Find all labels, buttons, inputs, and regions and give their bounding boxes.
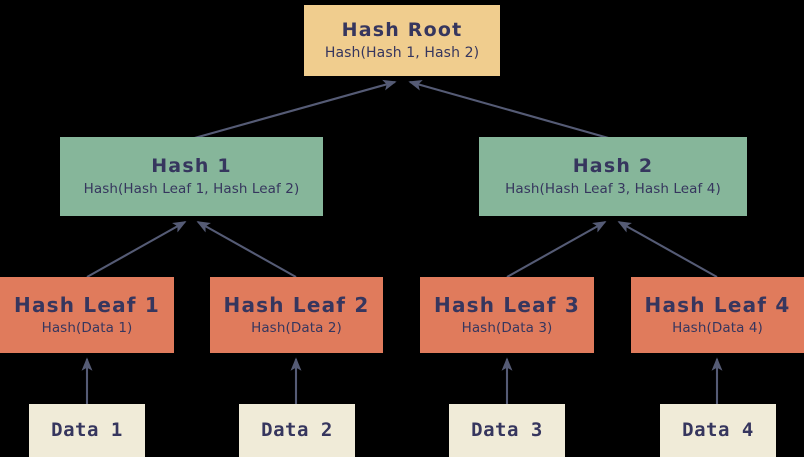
node-data-3-title: Data 3 [471, 419, 543, 442]
node-hash-root-title: Hash Root [341, 18, 463, 41]
edge-hash2-to-root [408, 79, 613, 141]
node-hash-root-subtitle: Hash(Hash 1, Hash 2) [324, 45, 480, 62]
edge-leaf4-to-hash2 [617, 221, 718, 278]
node-data-2-title: Data 2 [261, 419, 333, 442]
node-hash-leaf-4-subtitle: Hash(Data 4) [672, 319, 763, 336]
node-hash-leaf-3-title: Hash Leaf 3 [434, 292, 580, 317]
node-hash-leaf-2[interactable]: Hash Leaf 2 Hash(Data 2) [210, 277, 383, 353]
node-hash-leaf-4-title: Hash Leaf 4 [644, 292, 791, 317]
node-data-4-title: Data 4 [682, 419, 754, 442]
edge-leaf3-to-hash2 [506, 221, 607, 278]
edge-leaf1-to-hash1 [86, 221, 187, 278]
node-hash-leaf-2-subtitle: Hash(Data 2) [251, 319, 342, 336]
node-hash-1-subtitle: Hash(Hash Leaf 1, Hash Leaf 2) [83, 180, 300, 197]
node-data-4[interactable]: Data 4 [660, 404, 776, 457]
edge-leaf2-to-hash1 [196, 221, 297, 278]
node-hash-leaf-4[interactable]: Hash Leaf 4 Hash(Data 4) [631, 277, 804, 353]
node-hash-2-subtitle: Hash(Hash Leaf 3, Hash Leaf 4) [505, 180, 721, 197]
node-hash-leaf-1-title: Hash Leaf 1 [14, 292, 160, 317]
node-hash-leaf-2-title: Hash Leaf 2 [223, 292, 370, 317]
node-data-1[interactable]: Data 1 [29, 404, 145, 457]
node-hash-1-title: Hash 1 [151, 154, 232, 177]
node-hash-leaf-3-subtitle: Hash(Data 3) [461, 319, 553, 336]
node-hash-1[interactable]: Hash 1 Hash(Hash Leaf 1, Hash Leaf 2) [60, 137, 323, 216]
edge-hash1-to-root [190, 79, 397, 141]
node-data-3[interactable]: Data 3 [449, 404, 565, 457]
node-hash-2[interactable]: Hash 2 Hash(Hash Leaf 3, Hash Leaf 4) [479, 137, 747, 216]
node-data-2[interactable]: Data 2 [239, 404, 355, 457]
node-hash-leaf-3[interactable]: Hash Leaf 3 Hash(Data 3) [420, 277, 594, 353]
node-hash-root[interactable]: Hash Root Hash(Hash 1, Hash 2) [304, 5, 500, 76]
node-hash-2-title: Hash 2 [572, 154, 654, 177]
node-data-1-title: Data 1 [51, 419, 123, 442]
node-hash-leaf-1-subtitle: Hash(Data 1) [41, 319, 133, 336]
node-hash-leaf-1[interactable]: Hash Leaf 1 Hash(Data 1) [0, 277, 174, 353]
